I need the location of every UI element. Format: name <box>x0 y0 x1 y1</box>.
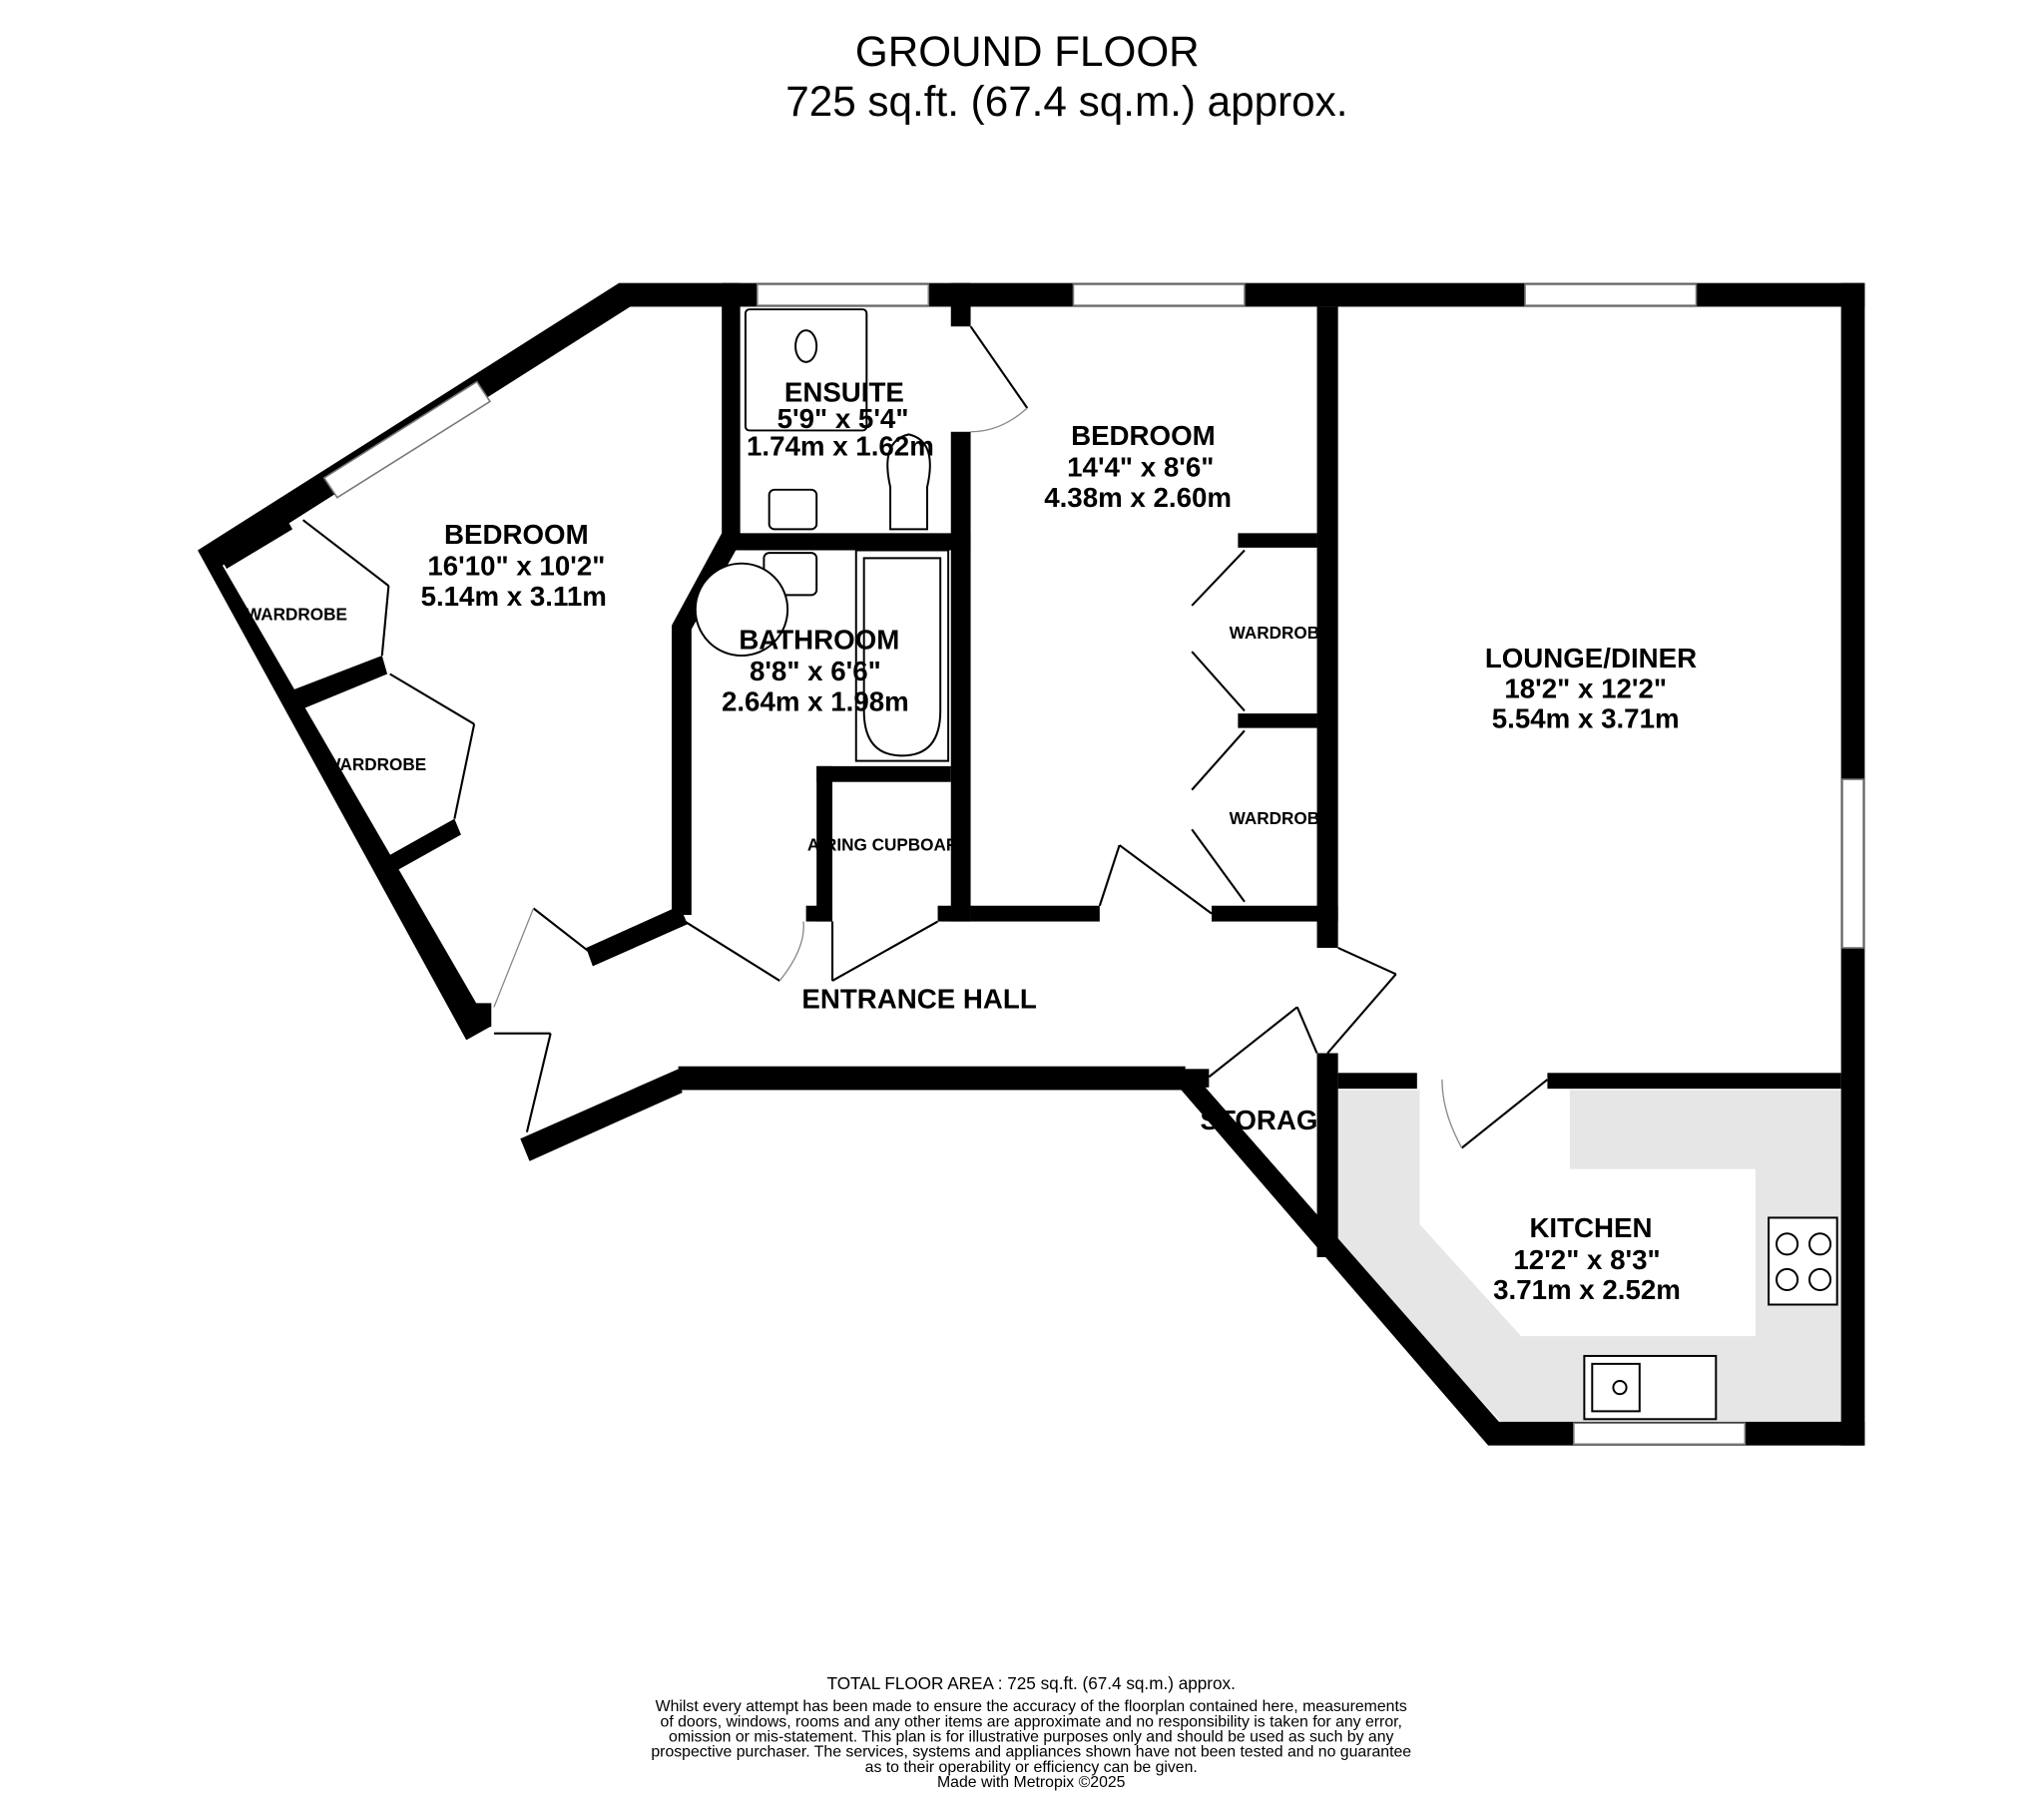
floor-area: 725 sq.ft. (67.4 sq.m.) approx. <box>785 78 1347 125</box>
room-name: LOUNGE/DINER <box>1485 643 1697 673</box>
doors <box>301 325 1549 1149</box>
room-imperial: 14'4" x 8'6" <box>1067 452 1214 483</box>
hob <box>1768 1216 1838 1306</box>
room-imperial: 18'2" x 12'2" <box>1504 672 1667 703</box>
walls <box>198 282 1865 1446</box>
room-imperial: 5'9" x 5'4" <box>777 403 909 434</box>
total-floor-area: TOTAL FLOOR AREA : 725 sq.ft. (67.4 sq.m… <box>827 1673 1236 1693</box>
room-metric: 5.14m x 3.11m <box>421 581 607 612</box>
disclaimer-line: Whilst every attempt has been made to en… <box>656 1698 1407 1715</box>
ensuite-toilet <box>886 433 931 531</box>
airing-cupboard-label: AIRING CUPBOARD <box>807 834 971 854</box>
disclaimer-line: omission or mis-statement. This plan is … <box>669 1729 1393 1746</box>
kitchen-worktop <box>1337 1090 1841 1422</box>
room-metric: 3.71m x 2.52m <box>1493 1274 1681 1305</box>
credit: Made with Metropix ©2025 <box>937 1774 1126 1791</box>
wardrobe-label: WARDROBE <box>1230 623 1331 643</box>
floor-title: GROUND FLOOR <box>855 28 1200 75</box>
shower-head-icon <box>794 329 818 363</box>
room-name: ENTRANCE HALL <box>801 984 1036 1015</box>
room-labels: BEDROOM 16'10" x 10'2" 5.14m x 3.11m ENS… <box>246 376 1697 1305</box>
ensuite-basin <box>767 488 818 531</box>
room-name: BEDROOM <box>1071 420 1216 451</box>
room-name: KITCHEN <box>1529 1212 1652 1243</box>
room-imperial: 16'10" x 10'2" <box>427 551 605 582</box>
room-imperial: 12'2" x 8'3" <box>1513 1244 1660 1275</box>
wardrobe-label: WARDROBE <box>246 604 347 624</box>
room-name: BATHROOM <box>739 624 899 655</box>
disclaimer-line: of doors, windows, rooms and any other i… <box>661 1713 1402 1730</box>
room-metric: 1.74m x 1.62m <box>747 431 934 462</box>
fixtures <box>694 308 1838 1421</box>
room-metric: 2.64m x 1.98m <box>722 685 909 716</box>
wardrobe-label: WARDROBE <box>1230 808 1331 828</box>
room-name: BEDROOM <box>444 519 589 550</box>
room-name: ENSUITE <box>784 376 904 407</box>
room-metric: 4.38m x 2.60m <box>1044 482 1232 513</box>
disclaimer-line: prospective purchaser. The services, sys… <box>651 1744 1411 1761</box>
shower-tray <box>744 308 868 432</box>
wardrobe-label: WARDROBE <box>324 754 426 774</box>
disclaimer-line: as to their operability or efficiency ca… <box>865 1759 1198 1776</box>
room-imperial: 8'8" x 6'6" <box>750 656 881 686</box>
bathroom-toilet <box>694 562 789 658</box>
storage-label: STORAGE <box>1201 1105 1336 1135</box>
room-metric: 5.54m x 3.71m <box>1492 703 1680 734</box>
footer: TOTAL FLOOR AREA : 725 sq.ft. (67.4 sq.m… <box>651 1673 1411 1791</box>
